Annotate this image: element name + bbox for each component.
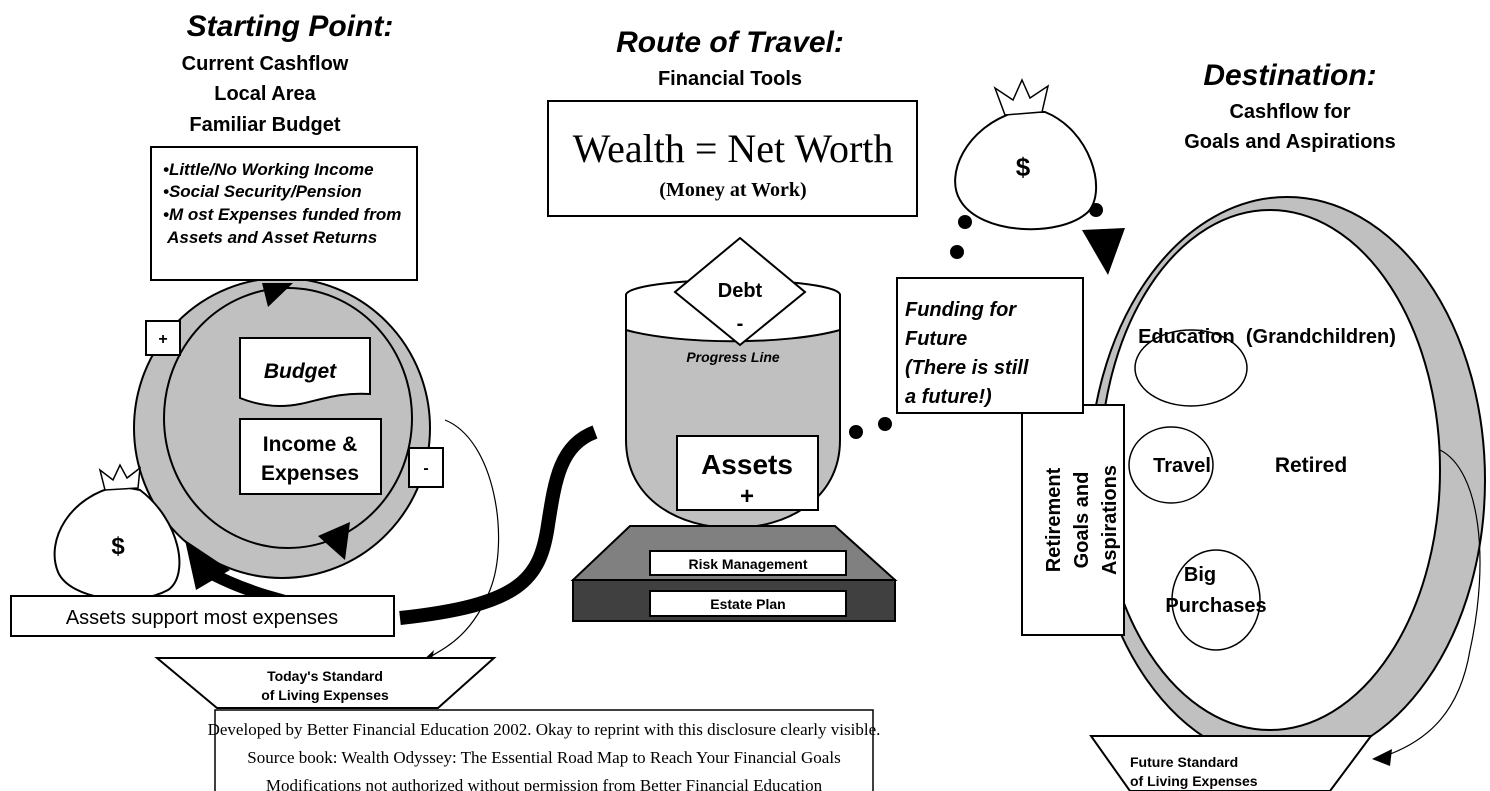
destination-header: Destination: Cashflow for Goals and Aspi… <box>1184 59 1396 153</box>
expense-flow-curve <box>424 419 500 661</box>
disclosure-line-2: Source book: Wealth Odyssey: The Essenti… <box>247 748 840 767</box>
future-standard-line-1: Future Standard <box>1130 754 1238 770</box>
money-bag-left: $ <box>53 463 181 601</box>
minus-box: - <box>408 447 444 488</box>
disclosure-box: Developed by Better Financial Education … <box>208 709 881 791</box>
budget-cycle-inner-ring <box>163 287 413 549</box>
future-standard-box: Future Standard of Living Expenses <box>1089 735 1373 791</box>
starting-point-line-1: Current Cashflow <box>182 53 349 75</box>
future-standard-line-2: of Living Expenses <box>1130 773 1258 789</box>
ring-arrow-bottom <box>318 522 350 560</box>
destination-line-2: Goals and Aspirations <box>1184 131 1396 153</box>
funding-line-4: a future!) <box>905 386 992 408</box>
funding-line-2: Future <box>905 328 967 350</box>
assets-support-label: Assets support most expenses <box>66 607 338 629</box>
ring-arrow-top <box>262 283 293 307</box>
wealth-box: Wealth = Net Worth (Money at Work) <box>547 100 918 217</box>
budget-document: Budget <box>239 337 371 407</box>
retirement-goals-line-2: Goals and <box>1071 472 1093 569</box>
starting-notes-box: •Little/No Working Income •Social Securi… <box>150 146 418 281</box>
destination-line-1: Cashflow for <box>1229 101 1350 123</box>
today-standard-line-1: Today's Standard <box>267 668 383 684</box>
funding-box: Funding for Future (There is still a fut… <box>896 277 1084 414</box>
future-flow-curve <box>1384 449 1481 757</box>
risk-management-box <box>649 550 847 576</box>
wealth-equation: Wealth = Net Worth <box>573 126 894 171</box>
route-of-travel-title: Route of Travel: <box>616 26 844 59</box>
starting-note-2: •Social Security/Pension <box>163 182 362 201</box>
funding-line-3: (There is still <box>905 357 1029 379</box>
route-of-travel-subtitle: Financial Tools <box>658 68 802 90</box>
progress-line-label: Progress Line <box>686 349 780 365</box>
pedestal: Risk Management Estate Plan <box>570 525 898 622</box>
goal-travel: Travel <box>1128 426 1214 504</box>
assets-label: Assets <box>701 449 793 480</box>
minus-sign: - <box>423 460 428 477</box>
money-at-work-label: (Money at Work) <box>659 179 806 201</box>
today-standard-box: Today's Standard of Living Expenses <box>154 657 497 709</box>
goal-big-purchases: Big Purchases <box>1165 549 1267 651</box>
retirement-goals-line-3: Aspirations <box>1099 465 1121 575</box>
retirement-goals-line-1: Retirement <box>1043 467 1065 572</box>
goal-education: Education (Grandchildren) <box>1134 326 1396 407</box>
assets-box: Assets + <box>676 435 819 511</box>
debt-label: Debt <box>718 280 763 302</box>
starting-note-3: •M ost Expenses funded from <box>163 205 401 224</box>
future-flow-arrowhead <box>1372 749 1392 766</box>
debt-diamond: Debt - <box>673 236 807 347</box>
education-label: Education (Grandchildren) <box>1138 326 1396 348</box>
income-label: Income & <box>263 433 358 456</box>
income-expenses-box: Income & Expenses <box>239 418 382 495</box>
retired-label: Retired <box>1275 454 1347 477</box>
funding-line-1: Funding for <box>905 299 1017 321</box>
destination-arrowhead <box>1082 228 1125 275</box>
big-label: Big <box>1184 564 1216 586</box>
disclosure-line-1: Developed by Better Financial Education … <box>208 720 881 739</box>
starting-note-1: •Little/No Working Income <box>163 160 374 179</box>
assets-plus: + <box>740 483 754 510</box>
disclosure-line-3: Modifications not authorized without per… <box>266 776 823 791</box>
today-standard-line-2: of Living Expenses <box>261 687 389 703</box>
assets-support-box: Assets support most expenses <box>10 595 395 637</box>
money-bag-right-symbol: $ <box>1016 152 1031 182</box>
destination-title: Destination: <box>1203 59 1376 92</box>
assets-flow-arrowhead <box>185 540 230 590</box>
route-of-travel-header: Route of Travel: Financial Tools <box>616 26 844 90</box>
risk-management-label: Risk Management <box>688 556 807 572</box>
purchases-label: Purchases <box>1165 595 1266 617</box>
plus-sign: + <box>158 331 167 348</box>
starting-point-title: Starting Point: <box>187 10 394 43</box>
money-bag-right: $ <box>954 78 1098 231</box>
money-bag-left-symbol: $ <box>111 533 125 560</box>
estate-plan-box <box>649 590 847 617</box>
debt-minus: - <box>737 313 744 335</box>
plus-box: + <box>145 320 181 356</box>
starting-point-line-3: Familiar Budget <box>189 114 340 136</box>
budget-label: Budget <box>264 360 337 383</box>
starting-note-4: Assets and Asset Returns <box>163 228 377 247</box>
travel-label: Travel <box>1153 455 1211 477</box>
estate-plan-label: Estate Plan <box>710 596 785 612</box>
starting-point-line-2: Local Area <box>214 83 316 105</box>
starting-point-header: Starting Point: Current Cashflow Local A… <box>182 10 394 136</box>
assets-flow-thick <box>399 425 598 625</box>
retirement-goals-box: Retirement Goals and Aspirations <box>1021 404 1125 636</box>
expenses-label: Expenses <box>261 462 359 485</box>
